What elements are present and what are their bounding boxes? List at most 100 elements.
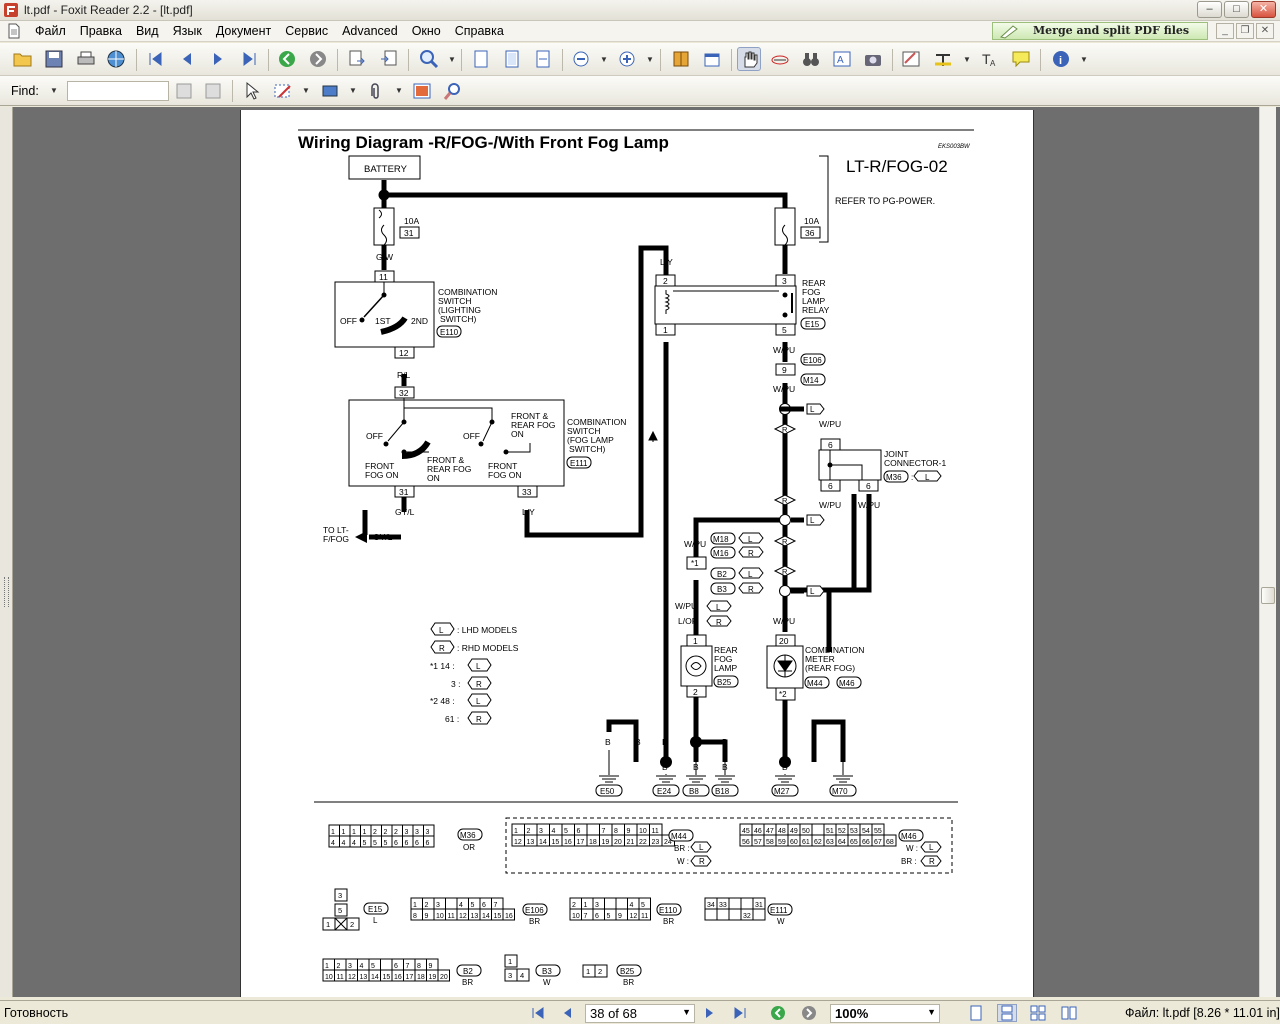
print-button[interactable] — [74, 47, 98, 71]
m36-pin-label: 1 — [352, 829, 356, 836]
pencil-tool-button[interactable] — [271, 79, 295, 103]
m44-pin-label: 13 — [527, 839, 535, 846]
m46-pin-label: 65 — [850, 839, 858, 846]
book-icon — [673, 51, 689, 67]
page-number-field[interactable]: 38 of 68▼ — [585, 1004, 695, 1023]
annotate-button[interactable] — [899, 47, 923, 71]
note-button[interactable] — [1009, 47, 1033, 71]
zoom-button[interactable] — [417, 47, 441, 71]
menu-language[interactable]: Язык — [172, 23, 202, 38]
layers-button[interactable] — [700, 47, 724, 71]
relay-pin-5: 5 — [782, 325, 787, 335]
status-first-page-button[interactable] — [528, 1004, 548, 1022]
lamp-pin-2: 2 — [693, 687, 698, 697]
bookmarks-button[interactable] — [669, 47, 693, 71]
maximize-button[interactable]: □ — [1224, 1, 1249, 18]
single-page-view-button[interactable] — [966, 1004, 986, 1022]
front-rear-fog-label-3: ON — [511, 429, 524, 439]
continuous-facing-view-button[interactable] — [1059, 1004, 1079, 1022]
open-button[interactable] — [11, 47, 35, 71]
close-button[interactable]: ✕ — [1251, 1, 1276, 18]
menu-tools[interactable]: Сервис — [285, 23, 329, 38]
menu-document[interactable]: Документ — [215, 23, 272, 38]
e106-face-tag: E106 — [525, 906, 544, 915]
typewriter-button[interactable]: A — [830, 47, 854, 71]
doc-minimize-button[interactable]: _ — [1216, 23, 1234, 39]
status-next-page-button[interactable] — [700, 1004, 720, 1022]
email-button[interactable] — [104, 47, 128, 71]
minimize-button[interactable]: ‒ — [1197, 1, 1222, 18]
select-tool-button[interactable] — [240, 79, 264, 103]
b3-tag: B3 — [717, 585, 727, 594]
two-page-icon — [1061, 1006, 1077, 1020]
fit-page-button[interactable] — [500, 47, 524, 71]
menu-edit[interactable]: Правка — [79, 23, 122, 38]
b3-face-tag: B3 — [542, 967, 552, 976]
doc-restore-button[interactable]: ❐ — [1236, 23, 1254, 39]
wire-p: P — [782, 252, 788, 262]
status-forward-button[interactable] — [799, 1004, 819, 1022]
menu-help[interactable]: Справка — [454, 23, 504, 38]
zoom-in-button[interactable] — [615, 47, 639, 71]
extract-pages-button[interactable] — [345, 47, 369, 71]
select-text-button[interactable] — [768, 47, 792, 71]
pin-11: 11 — [379, 272, 388, 282]
menu-window[interactable]: Окно — [411, 23, 441, 38]
folder-open-icon — [13, 53, 32, 67]
menu-advanced[interactable]: Advanced — [342, 23, 398, 38]
image-tool-button[interactable] — [410, 79, 434, 103]
find-next-button[interactable] — [201, 79, 225, 103]
scrollbar-thumb[interactable] — [1261, 587, 1275, 604]
zoom-out-button[interactable] — [569, 47, 593, 71]
status-prev-page-button[interactable] — [557, 1004, 577, 1022]
actual-size-button[interactable] — [469, 47, 493, 71]
e111-pin-label: 31 — [755, 902, 763, 909]
status-last-page-button[interactable] — [730, 1004, 750, 1022]
zoom-field[interactable]: 100%▼ — [830, 1004, 940, 1023]
highlight-button[interactable] — [931, 47, 955, 71]
find-previous-button[interactable] — [172, 79, 196, 103]
back-button[interactable] — [275, 47, 299, 71]
navigation-panel-handle[interactable] — [0, 107, 13, 997]
loupe-button[interactable] — [441, 79, 465, 103]
snapshot-button[interactable] — [861, 47, 885, 71]
m46-pin-label: 60 — [790, 839, 798, 846]
e111-pin-label: 33 — [719, 902, 727, 909]
continuous-view-button[interactable] — [997, 1004, 1017, 1022]
pin-12: 12 — [399, 348, 409, 358]
last-page-button[interactable] — [237, 47, 261, 71]
menu-file[interactable]: Файл — [35, 23, 66, 38]
status-back-button[interactable] — [768, 1004, 788, 1022]
save-button[interactable] — [42, 47, 66, 71]
find-input[interactable] — [67, 81, 169, 101]
m44-pin-label: 20 — [614, 839, 622, 846]
m44-br: BR : — [674, 844, 690, 853]
find-button[interactable] — [799, 47, 823, 71]
b25-face-tag: B25 — [620, 967, 635, 976]
svg-text:1: 1 — [586, 967, 590, 976]
next-page-button[interactable] — [206, 47, 230, 71]
insert-pages-button[interactable] — [377, 47, 401, 71]
legend-star2: *2 48 : — [430, 696, 455, 706]
merge-split-promo[interactable]: Merge and split PDF files — [992, 22, 1208, 40]
facing-view-button[interactable] — [1028, 1004, 1048, 1022]
rectangle-tool-button[interactable] — [318, 79, 342, 103]
about-button[interactable]: i — [1049, 47, 1073, 71]
fit-width-button[interactable] — [531, 47, 555, 71]
hand-tool-button[interactable] — [737, 47, 761, 71]
menu-view[interactable]: Вид — [135, 23, 159, 38]
lhd-tag-3: L — [810, 516, 815, 525]
find-options-dropdown[interactable]: ▼ — [50, 86, 58, 95]
forward-button[interactable] — [306, 47, 330, 71]
previous-page-button[interactable] — [175, 47, 199, 71]
vertical-scrollbar[interactable] — [1259, 107, 1276, 997]
gnd-b-3: B — [662, 737, 668, 747]
first-page-button[interactable] — [144, 47, 168, 71]
e15-tag: E15 — [805, 320, 820, 329]
m44-pin-label: 18 — [589, 839, 597, 846]
e110-pin-label: 4 — [630, 902, 634, 909]
m36-pin-label: 5 — [384, 840, 388, 847]
doc-close-button[interactable]: ✕ — [1256, 23, 1274, 39]
attachment-button[interactable] — [364, 79, 388, 103]
